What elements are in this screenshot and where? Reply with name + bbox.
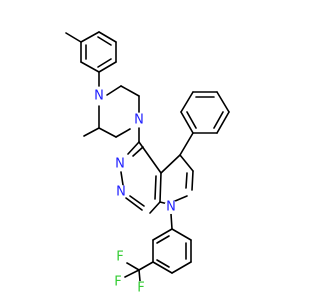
bond	[98, 127, 117, 138]
bond	[132, 146, 144, 157]
atom-label: N	[94, 89, 104, 104]
bond	[129, 195, 145, 207]
bonds	[65, 31, 230, 282]
atom-label: N	[116, 185, 126, 200]
atom-label: N	[115, 157, 125, 172]
bond	[138, 269, 141, 282]
bond	[171, 228, 192, 241]
bond	[97, 58, 112, 68]
bond	[160, 154, 181, 174]
atom-n-pyrimidine-1: N	[113, 157, 127, 172]
bond	[83, 127, 100, 137]
atom-label: F	[114, 275, 121, 290]
bond	[149, 201, 161, 214]
bond	[213, 111, 224, 129]
atom-f-2: F	[111, 275, 125, 290]
bond	[156, 259, 170, 268]
bond	[186, 111, 197, 129]
atom-label: N	[134, 113, 144, 128]
atom-n-piperazine-bottom: N	[132, 113, 146, 128]
bond	[125, 197, 143, 211]
atom-f-1: F	[113, 250, 127, 265]
bond	[171, 261, 192, 274]
bond	[115, 128, 131, 138]
bond	[138, 141, 162, 174]
atom-n-pyrrole: N	[164, 200, 178, 215]
bond	[185, 172, 188, 189]
bond	[98, 31, 117, 43]
bond	[126, 262, 140, 271]
bond	[156, 235, 170, 244]
atom-labels: N N N N N F F F	[92, 89, 178, 296]
bond	[80, 61, 100, 73]
molecule-structure: N N N N N F F F	[65, 31, 230, 296]
bond	[80, 31, 100, 43]
bond	[154, 175, 157, 200]
bond	[127, 141, 140, 155]
atom-f-3: F	[134, 281, 148, 296]
atom-n-piperazine-top: N	[92, 89, 106, 104]
bond	[179, 154, 194, 172]
bond	[106, 85, 122, 96]
bond	[98, 61, 117, 73]
bond	[179, 132, 194, 156]
bond	[159, 172, 162, 203]
bond	[180, 91, 194, 113]
atom-label: F	[137, 281, 144, 296]
bond	[120, 171, 124, 186]
bond	[216, 111, 230, 134]
bond	[120, 85, 140, 97]
atom-n-pyrimidine-3: N	[114, 185, 128, 200]
atom-label: F	[116, 250, 123, 265]
bond	[124, 269, 140, 278]
bond	[138, 261, 154, 271]
atom-label: N	[166, 200, 176, 215]
bond	[191, 170, 194, 191]
bond	[216, 91, 230, 113]
bond	[65, 32, 82, 43]
bond	[152, 261, 173, 274]
bond	[97, 36, 112, 46]
bond	[180, 111, 194, 134]
bond	[170, 213, 173, 230]
bond	[152, 228, 173, 241]
